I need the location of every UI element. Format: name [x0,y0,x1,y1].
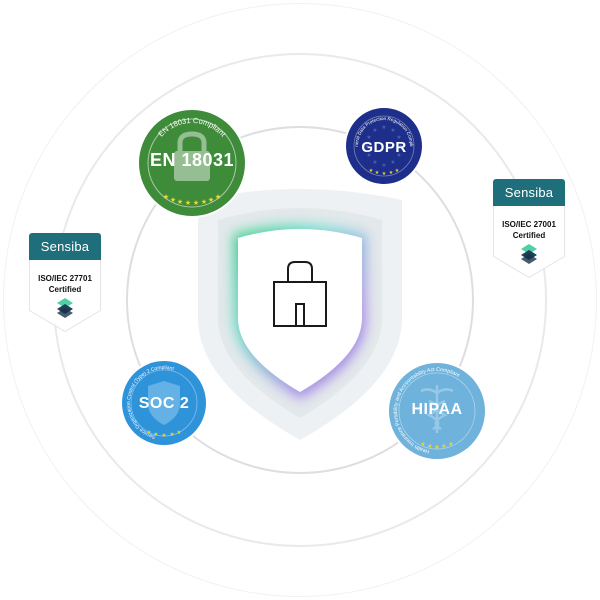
svg-text:★: ★ [170,196,176,204]
svg-text:★: ★ [448,441,453,448]
badge-brand: Sensiba [493,179,565,206]
sensiba-logo-icon [57,298,73,318]
svg-text:★: ★ [185,199,191,207]
eu-stars-icon: ★★★ ★★★ ★★★ ★★★ [364,124,403,169]
svg-text:★: ★ [372,159,377,166]
svg-text:★: ★ [381,162,386,169]
badge-status: Certified [512,231,546,240]
svg-text:★: ★ [162,433,167,439]
svg-text:★: ★ [398,143,403,150]
svg-text:★: ★ [441,443,446,450]
svg-text:★: ★ [147,430,152,436]
svg-text:★: ★ [390,159,395,166]
svg-text:★: ★ [382,171,387,177]
hipaa-seal: Health Insurance Portability and Account… [387,361,487,461]
inner-ring [126,126,474,474]
svg-text:★: ★ [395,168,400,174]
badge-body: ISO/IEC 27701 Certified [29,260,101,330]
gdpr-seal: ★★★ ★★★ ★★★ ★★★ General Data Protection … [342,102,424,186]
security-shield [188,178,412,446]
svg-text:★: ★ [177,430,182,436]
svg-text:★: ★ [215,193,221,201]
outer-ring [3,3,597,597]
badge-standard: ISO/IEC 27701 [38,274,92,283]
stars-row: ★★★ ★★ [369,168,400,177]
hipaa-seal-title: HIPAA [411,401,463,418]
svg-text:★: ★ [177,198,183,206]
badge-brand: Sensiba [29,233,101,260]
svg-text:★: ★ [163,193,169,201]
svg-text:★: ★ [366,152,371,159]
svg-text:★: ★ [420,441,425,448]
badge-body: ISO/IEC 27001 Certified [493,206,565,276]
sensiba-iso-27701-badge: Sensiba ISO/IEC 27701 Certified [29,233,101,332]
lock-icon [272,260,328,328]
svg-text:★: ★ [434,444,439,451]
caduceus-icon [420,385,454,433]
stars-row: ★★★ ★★★ ★★ [163,193,221,207]
sensiba-iso-27001-badge: Sensiba ISO/IEC 27001 Certified [493,179,565,278]
badge-standard: ISO/IEC 27001 [502,220,556,229]
svg-text:★: ★ [381,124,386,131]
svg-text:★: ★ [193,199,199,207]
svg-text:★: ★ [427,443,432,450]
svg-text:★: ★ [170,432,175,438]
stars-row: ★★★ ★★ [420,441,453,451]
lock-icon [174,131,210,181]
shield-icon [148,381,180,425]
soc-2-seal: Service Organization Control (Type) 2 Co… [120,359,208,447]
svg-text:★: ★ [375,170,380,176]
svg-text:★: ★ [364,143,369,150]
svg-text:★: ★ [208,196,214,204]
svg-text:★: ★ [396,152,401,159]
gdpr-seal-title: GDPR [361,139,407,156]
stars-row: ★★★ ★★ [147,430,182,439]
svg-text:★: ★ [372,127,377,134]
sensiba-logo-icon [521,244,537,264]
en-18031-seal: EN 18031 Compliant ★★★ ★★★ ★★ EN 18031 [136,107,248,219]
svg-text:★: ★ [366,134,371,141]
soc-seal-title: SOC 2 [138,395,190,412]
badge-status: Certified [48,285,82,294]
svg-text:★: ★ [389,170,394,176]
svg-text:★: ★ [396,134,401,141]
svg-text:★: ★ [201,198,207,206]
en-seal-title: EN 18031 [149,150,235,170]
svg-text:★: ★ [369,168,374,174]
svg-text:★: ★ [390,127,395,134]
svg-text:★: ★ [154,432,159,438]
